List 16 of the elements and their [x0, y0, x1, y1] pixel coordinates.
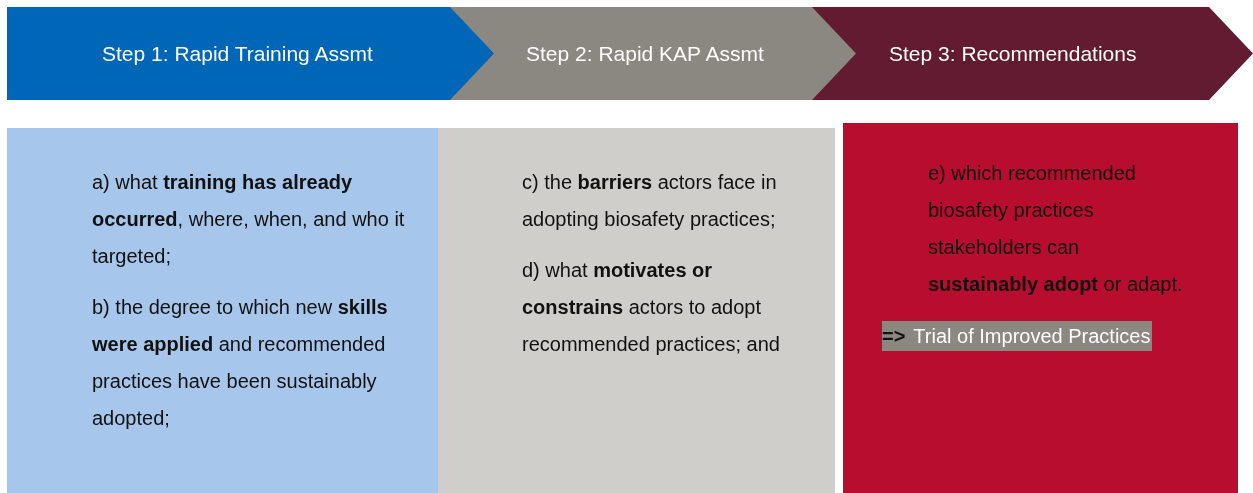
- description-text: b) the degree to which new skills were applied and recommended practices have been sustainably adopted;: [92, 295, 389, 431]
- chevron-step: [812, 7, 1253, 100]
- step-label: Step 2: Rapid KAP Assmt: [526, 41, 764, 66]
- highlighted-text: Trial of Improved Practices: [913, 324, 1152, 349]
- step-label: Step 3: Recommendations: [889, 41, 1137, 66]
- chevron-step: [450, 7, 858, 100]
- content-panel: [7, 128, 438, 493]
- chevron-step: [7, 7, 495, 100]
- arrow-symbol: =>: [882, 324, 907, 349]
- description-text: d) what motivates or constrains actors to adopt recommended practices; and: [522, 258, 781, 357]
- content-panel: [438, 128, 835, 493]
- description-text: e) which recommended biosafety practices stakeholders can sustainably adopt or adapt.: [928, 161, 1183, 297]
- content-panel: [843, 123, 1238, 493]
- description-text: a) what training has already occurred, where, when, and who it targeted;: [92, 170, 406, 269]
- description-text: c) the barriers actors face in adopting biosafety practices;: [522, 170, 778, 232]
- step-label: Step 1: Rapid Training Assmt: [102, 41, 373, 66]
